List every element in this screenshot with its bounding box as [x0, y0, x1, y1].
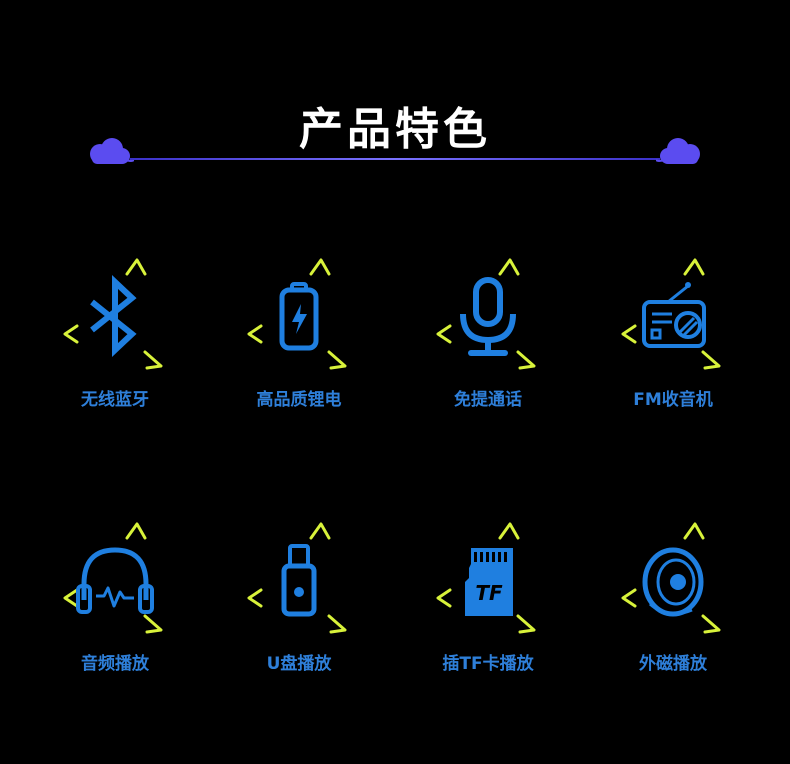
section-title: 产品特色 — [299, 104, 491, 155]
feature-label: FM收音机 — [633, 390, 713, 410]
cloud-ornament-left-icon — [90, 138, 134, 164]
feature-label: 高品质锂电 — [256, 390, 342, 410]
cloud-ornament-right-icon — [656, 138, 700, 164]
feature-label: 插TF卡播放 — [442, 654, 534, 674]
arrow-marks-icon — [63, 258, 163, 370]
radio-icon — [642, 282, 706, 348]
feature-label: 免提通话 — [454, 390, 522, 410]
feature-microphone: 免提通话 — [398, 250, 578, 450]
feature-label: 外磁播放 — [639, 654, 707, 674]
arrow-marks-icon — [436, 522, 536, 634]
feature-label: U盘播放 — [266, 654, 332, 674]
bluetooth-icon — [90, 275, 137, 357]
usb-drive-icon — [281, 544, 317, 617]
feature-fm-radio: FM收音机 — [583, 250, 763, 450]
arrow-marks-icon — [621, 258, 721, 370]
feature-label: 音频播放 — [81, 654, 149, 674]
arrow-marks-icon — [436, 258, 536, 370]
battery-icon — [279, 282, 319, 351]
headphones-icon — [76, 547, 154, 614]
arrow-marks-icon — [247, 522, 347, 634]
feature-label: 无线蓝牙 — [81, 390, 149, 410]
microphone-icon — [460, 277, 516, 356]
tf-card-text: TF — [475, 581, 503, 605]
feature-battery: 高品质锂电 — [209, 250, 389, 450]
arrow-marks-icon — [621, 522, 721, 634]
feature-usb-playback: U盘播放 — [209, 514, 389, 714]
speaker-icon — [642, 547, 704, 617]
feature-tf-card-playback: TF 插TF卡播放 — [398, 514, 578, 714]
feature-external-magnet-playback: 外磁播放 — [583, 514, 763, 714]
feature-bluetooth: 无线蓝牙 — [25, 250, 205, 450]
feature-audio-playback: 音频播放 — [25, 514, 205, 714]
arrow-marks-icon — [63, 522, 163, 634]
title-divider — [130, 158, 660, 160]
arrow-marks-icon — [247, 258, 347, 370]
tf-card-icon: TF — [465, 548, 513, 616]
